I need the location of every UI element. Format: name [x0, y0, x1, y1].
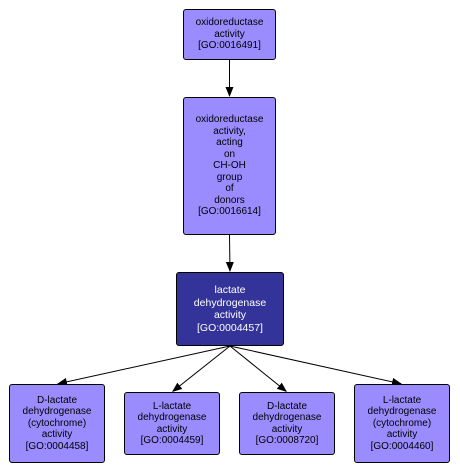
term-label-line: activity [41, 429, 73, 441]
term-label-line: [GO:0004459] [140, 435, 204, 446]
term-label-line: of [225, 183, 234, 195]
term-label-line: dehydrogenase [137, 412, 207, 423]
edge-go-0004457-to-go-0004458 [56, 345, 231, 386]
term-label-line: L-lactate [382, 394, 422, 406]
term-label-line: [GO:0004458] [25, 440, 89, 452]
term-label-line: activity [214, 28, 245, 40]
term-label-line: activity [156, 423, 188, 435]
term-label-line: lactate [214, 284, 246, 296]
term-label-line: dehydrogenase [252, 412, 322, 423]
term-label-line: activity [386, 429, 418, 441]
term-label-line: donors [214, 194, 245, 206]
term-label-line: oxidoreductase [195, 17, 264, 29]
term-label-line: D-lactate [266, 400, 307, 412]
edge-go-0004457-to-go-0004459 [171, 345, 231, 392]
edge-go-0004457-to-go-0008720 [229, 345, 287, 392]
term-label-line: (cytochrome) [372, 417, 432, 429]
term-label-line: on [223, 148, 236, 160]
term-label-line: L-lactate [152, 400, 192, 412]
term-label-line: [GO:0008720] [255, 435, 319, 446]
term-label-line: acting [216, 137, 243, 149]
term-label-line: dehydrogenase [22, 406, 92, 418]
edge-go-0004457-to-go-0004460 [229, 345, 403, 386]
term-label-line: activity [271, 423, 303, 435]
term-label-line: (cytochrome) [27, 417, 87, 429]
term-label-line: group [216, 171, 243, 183]
term-label-line: activity [213, 309, 247, 321]
term-label-line: [GO:0016614] [198, 206, 261, 218]
term-label-line: activity, [213, 125, 246, 137]
term-label-line: oxidoreductase [195, 114, 264, 126]
term-label-line: [GO:0016491] [198, 40, 261, 52]
term-label-line: D-lactate [36, 394, 77, 406]
term-label-line: [GO:0004460] [370, 440, 434, 452]
term-label-line: dehydrogenase [193, 296, 267, 309]
term-label-line: [GO:0004457] [197, 321, 263, 334]
term-label-line: CH-OH [213, 160, 246, 172]
term-label-line: dehydrogenase [367, 406, 437, 418]
